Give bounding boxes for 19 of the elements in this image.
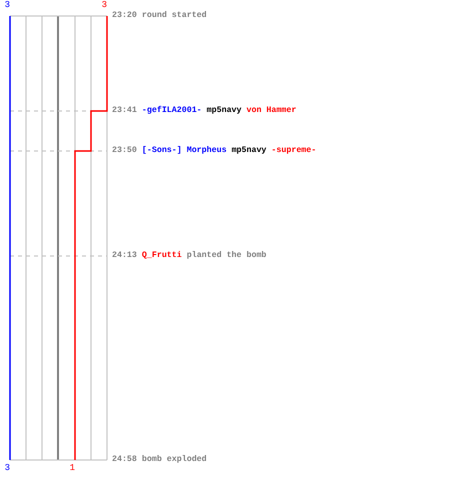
timestamp: 23:20	[112, 11, 137, 21]
timestamp: 23:41	[112, 106, 137, 116]
weapon-name: mp5navy	[206, 106, 242, 116]
player-count: 3	[102, 0, 107, 10]
player-name: -supreme-	[271, 146, 316, 156]
player-name: [-Sons-] Morpheus	[142, 146, 227, 156]
event-text: bomb exploded	[142, 455, 207, 465]
weapon-name: mp5navy	[232, 146, 266, 156]
player-count: 3	[4, 463, 10, 473]
event-text: round started	[142, 11, 207, 21]
timestamp: 24:58	[112, 455, 137, 465]
player-name: -gefILA2001-	[142, 106, 202, 116]
timestamp: 23:50	[112, 146, 137, 156]
timestamp: 24:13	[112, 251, 137, 261]
player-name: von Hammer	[246, 106, 296, 116]
event-text: planted the bomb	[186, 251, 266, 261]
player-count: 3	[4, 0, 10, 10]
player-name: Q_Frutti	[142, 251, 182, 261]
player-count: 1	[70, 463, 75, 473]
